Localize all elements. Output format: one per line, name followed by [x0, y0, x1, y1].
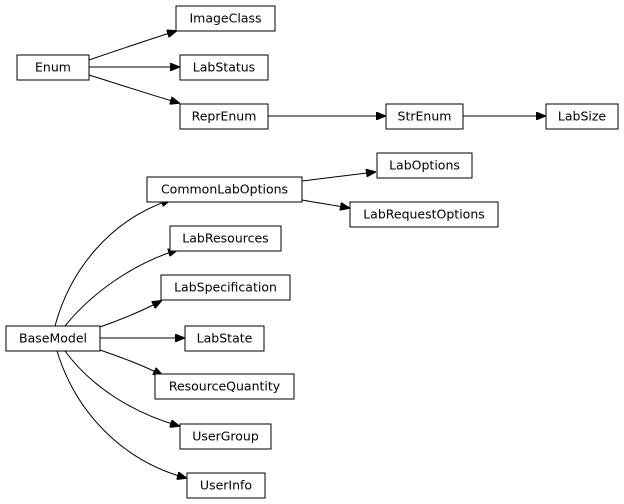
node-labstate-label: LabState	[197, 331, 253, 346]
node-strenum[interactable]: StrEnum	[385, 103, 464, 130]
node-reprenum[interactable]: ReprEnum	[179, 103, 269, 130]
node-labspecification-label: LabSpecification	[174, 280, 277, 295]
node-laboptions[interactable]: LabOptions	[376, 152, 473, 179]
node-labstate[interactable]: LabState	[184, 325, 265, 352]
node-labsize[interactable]: LabSize	[545, 103, 619, 130]
node-enum[interactable]: Enum	[16, 54, 90, 81]
node-labsize-label: LabSize	[558, 109, 607, 124]
edge-basemodel-userinfo	[56, 350, 186, 478]
node-imageclass-label: ImageClass	[189, 11, 261, 26]
node-usergroup-label: UserGroup	[192, 429, 259, 444]
node-labresources-label: LabResources	[182, 231, 268, 246]
node-labrequestoptions-label: LabRequestOptions	[363, 207, 485, 222]
node-userinfo[interactable]: UserInfo	[186, 472, 266, 499]
node-reprenum-label: ReprEnum	[192, 109, 257, 124]
node-labstatus-label: LabStatus	[193, 60, 255, 75]
node-strenum-label: StrEnum	[398, 109, 452, 124]
node-laboptions-label: LabOptions	[389, 158, 460, 173]
edge-enum-reprenum	[88, 74, 179, 103]
edge-basemodel-labresources	[64, 250, 177, 327]
node-basemodel[interactable]: BaseModel	[5, 325, 101, 352]
edge-basemodel-resourcequantity	[99, 349, 162, 375]
node-labrequestoptions[interactable]: LabRequestOptions	[349, 201, 499, 228]
edge-commonlaboptions-laboptions	[301, 172, 375, 182]
node-enum-label: Enum	[35, 60, 71, 75]
edge-basemodel-labspecification	[99, 301, 161, 328]
node-basemodel-label: BaseModel	[19, 331, 87, 346]
node-userinfo-label: UserInfo	[200, 478, 252, 493]
node-commonlaboptions-label: CommonLabOptions	[161, 182, 288, 197]
node-imageclass[interactable]: ImageClass	[175, 5, 276, 32]
node-resourcequantity-label: ResourceQuantity	[169, 379, 281, 394]
node-labstatus[interactable]: LabStatus	[179, 54, 269, 81]
edge-basemodel-usergroup	[64, 350, 179, 426]
edge-enum-imageclass	[88, 31, 176, 61]
node-commonlaboptions[interactable]: CommonLabOptions	[146, 176, 303, 203]
node-resourcequantity[interactable]: ResourceQuantity	[154, 373, 295, 400]
nodes: Enum ImageClass LabStatus ReprEnum StrEn…	[5, 5, 619, 499]
node-labspecification[interactable]: LabSpecification	[160, 274, 291, 301]
node-usergroup[interactable]: UserGroup	[179, 423, 272, 450]
edge-commonlaboptions-labrequestoptions	[301, 199, 349, 208]
edge-basemodel-commonlaboptions	[54, 200, 170, 327]
node-labresources[interactable]: LabResources	[169, 225, 282, 252]
edges	[54, 31, 545, 478]
